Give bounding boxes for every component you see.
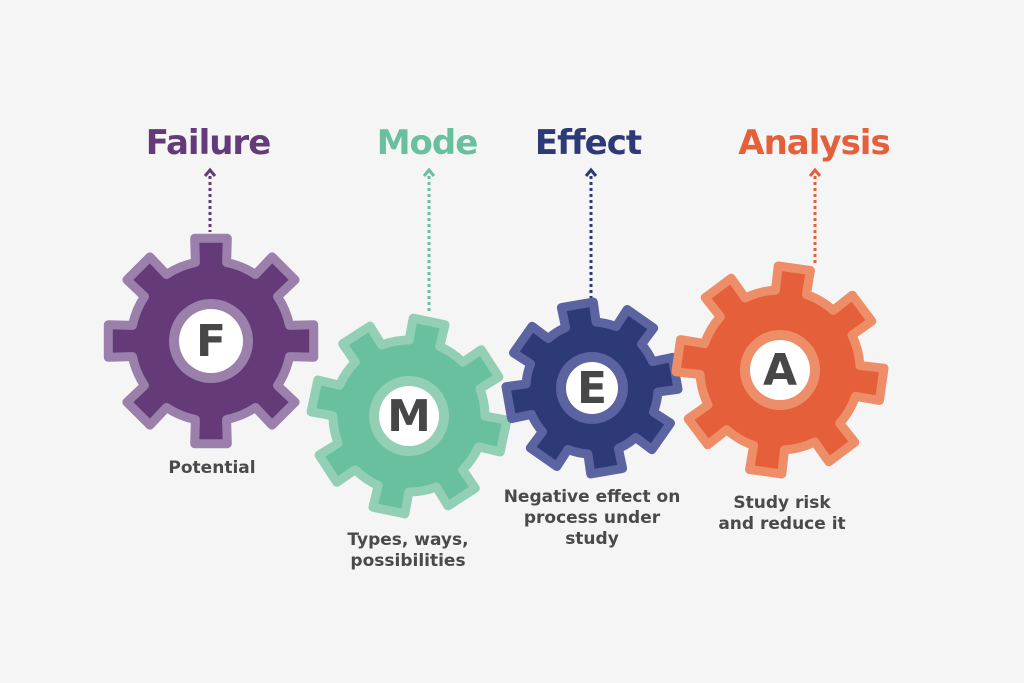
gear-hub-failure [179, 309, 243, 373]
title-mode: Mode [376, 123, 479, 163]
arrowhead-icon-failure [203, 167, 217, 177]
gear-letter-analysis: A [763, 345, 797, 396]
title-analysis: Analysis [738, 123, 890, 163]
title-failure: Failure [145, 123, 272, 163]
arrowhead-icon-effect [584, 167, 598, 177]
arrowhead-icon-mode [422, 167, 436, 177]
desc-effect: Negative effect on process under study [503, 487, 681, 549]
gear-letter-failure: F [196, 316, 226, 367]
desc-mode: Types, ways, possibilities [347, 530, 469, 571]
gear-hub-mode [379, 386, 439, 446]
gear-letter-mode: M [387, 391, 431, 442]
desc-failure: Potential [168, 458, 256, 478]
gear-letter-effect: E [577, 363, 607, 414]
gear-hub-analysis [750, 340, 810, 400]
gear-hub-effect [566, 362, 618, 414]
title-effect: Effect [534, 123, 642, 163]
desc-analysis: Study risk and reduce it [718, 493, 846, 534]
arrowhead-icon-analysis [808, 167, 822, 177]
